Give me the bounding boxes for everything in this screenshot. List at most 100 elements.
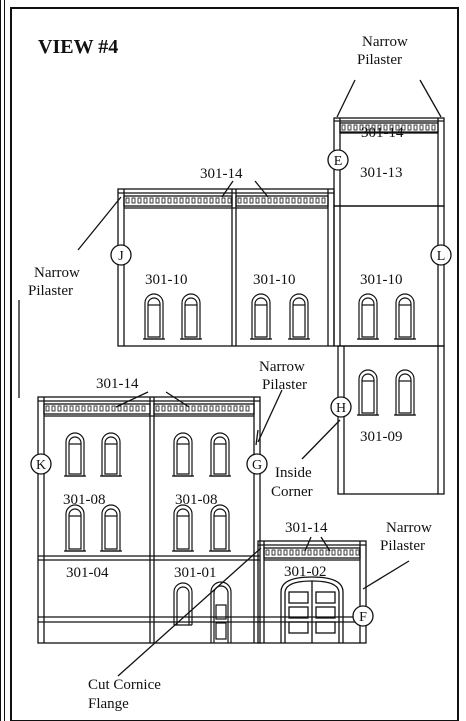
window-frame — [173, 504, 193, 552]
dentil — [277, 549, 282, 556]
dentil — [179, 197, 184, 204]
dentil — [87, 405, 92, 412]
window-frame — [289, 293, 309, 340]
window-frame — [210, 504, 230, 552]
part-301-01: 301-01 — [174, 565, 217, 581]
dentil — [197, 405, 202, 412]
part-301-10-b: 301-10 — [253, 272, 296, 288]
dentil — [191, 405, 196, 412]
dentil — [227, 197, 232, 204]
dentil — [337, 549, 342, 556]
arched-window — [100, 504, 122, 552]
dentil — [203, 405, 208, 412]
dentil — [155, 405, 160, 412]
dentil — [431, 124, 436, 131]
dentil — [137, 197, 142, 204]
dentil — [167, 197, 172, 204]
marker-l: L — [430, 244, 452, 266]
dentil — [365, 124, 370, 131]
dentil — [303, 197, 308, 204]
cornice-dentils — [341, 124, 436, 131]
window-frame — [101, 432, 121, 477]
callout-narrow-pilaster-mid-2: Pilaster — [262, 377, 307, 393]
marker-f: F — [352, 605, 374, 627]
marker-k-label: K — [36, 458, 46, 473]
dentil — [353, 124, 358, 131]
dentil — [233, 405, 238, 412]
part-301-14-mid: 301-14 — [200, 166, 243, 182]
dentil — [321, 197, 326, 204]
middle-floor — [117, 188, 445, 347]
dentil — [349, 549, 354, 556]
window-sash — [176, 436, 190, 475]
arched-window — [288, 293, 310, 340]
window-frame — [358, 293, 378, 340]
callout-narrow-pilaster-right-2: Pilaster — [380, 538, 425, 554]
arched-window — [394, 369, 416, 416]
lower-building — [37, 396, 261, 644]
dentil — [167, 405, 172, 412]
arched-window — [250, 293, 272, 340]
part-301-13: 301-13 — [360, 165, 403, 181]
dentil — [215, 197, 220, 204]
dentil — [291, 197, 296, 204]
marker-j: J — [110, 244, 132, 266]
window-sash — [361, 373, 375, 414]
part-301-10-a: 301-10 — [145, 272, 188, 288]
part-301-08-b: 301-08 — [175, 492, 218, 508]
dentil — [123, 405, 128, 412]
dentil — [155, 197, 160, 204]
arched-window — [172, 504, 194, 552]
window-sash — [104, 508, 118, 550]
dentil — [239, 405, 244, 412]
arched-window — [209, 504, 231, 552]
arched-window — [180, 293, 202, 340]
dentil — [203, 197, 208, 204]
window-sash — [213, 436, 227, 475]
window-sash — [104, 436, 118, 475]
dentil — [355, 549, 360, 556]
dentil — [279, 197, 284, 204]
dentil — [221, 405, 226, 412]
dentil — [413, 124, 418, 131]
marker-e: E — [327, 149, 349, 171]
arched-window — [172, 432, 194, 477]
dentil — [197, 197, 202, 204]
dentil — [179, 405, 184, 412]
dentil — [173, 197, 178, 204]
dentil — [389, 124, 394, 131]
dentil — [57, 405, 62, 412]
dentil — [425, 124, 430, 131]
dentil — [99, 405, 104, 412]
dentil — [395, 124, 400, 131]
arched-window — [64, 432, 86, 477]
arched-window — [394, 293, 416, 340]
callout-inside-corner: Inside — [275, 465, 312, 481]
window-frame — [101, 504, 121, 552]
dentil — [129, 405, 134, 412]
dentil — [63, 405, 68, 412]
dentil — [331, 549, 336, 556]
window-frame — [65, 432, 85, 477]
dentil — [401, 124, 406, 131]
window-sash — [398, 297, 412, 338]
dentil — [245, 405, 250, 412]
dentil — [283, 549, 288, 556]
dentil — [209, 197, 214, 204]
dentil — [215, 405, 220, 412]
dentil — [249, 197, 254, 204]
window-sash — [292, 297, 306, 338]
window-frame — [251, 293, 271, 340]
callout-inside-corner-2: Corner — [271, 484, 313, 500]
marker-j-label: J — [118, 249, 124, 264]
part-301-14-right: 301-14 — [285, 520, 328, 536]
dentil — [131, 197, 136, 204]
callout-narrow-pilaster-top: Narrow — [362, 34, 408, 50]
dentil — [265, 549, 270, 556]
dentil — [383, 124, 388, 131]
dentil — [307, 549, 312, 556]
dentil — [407, 124, 412, 131]
dentil — [261, 197, 266, 204]
window-sash — [147, 297, 161, 338]
